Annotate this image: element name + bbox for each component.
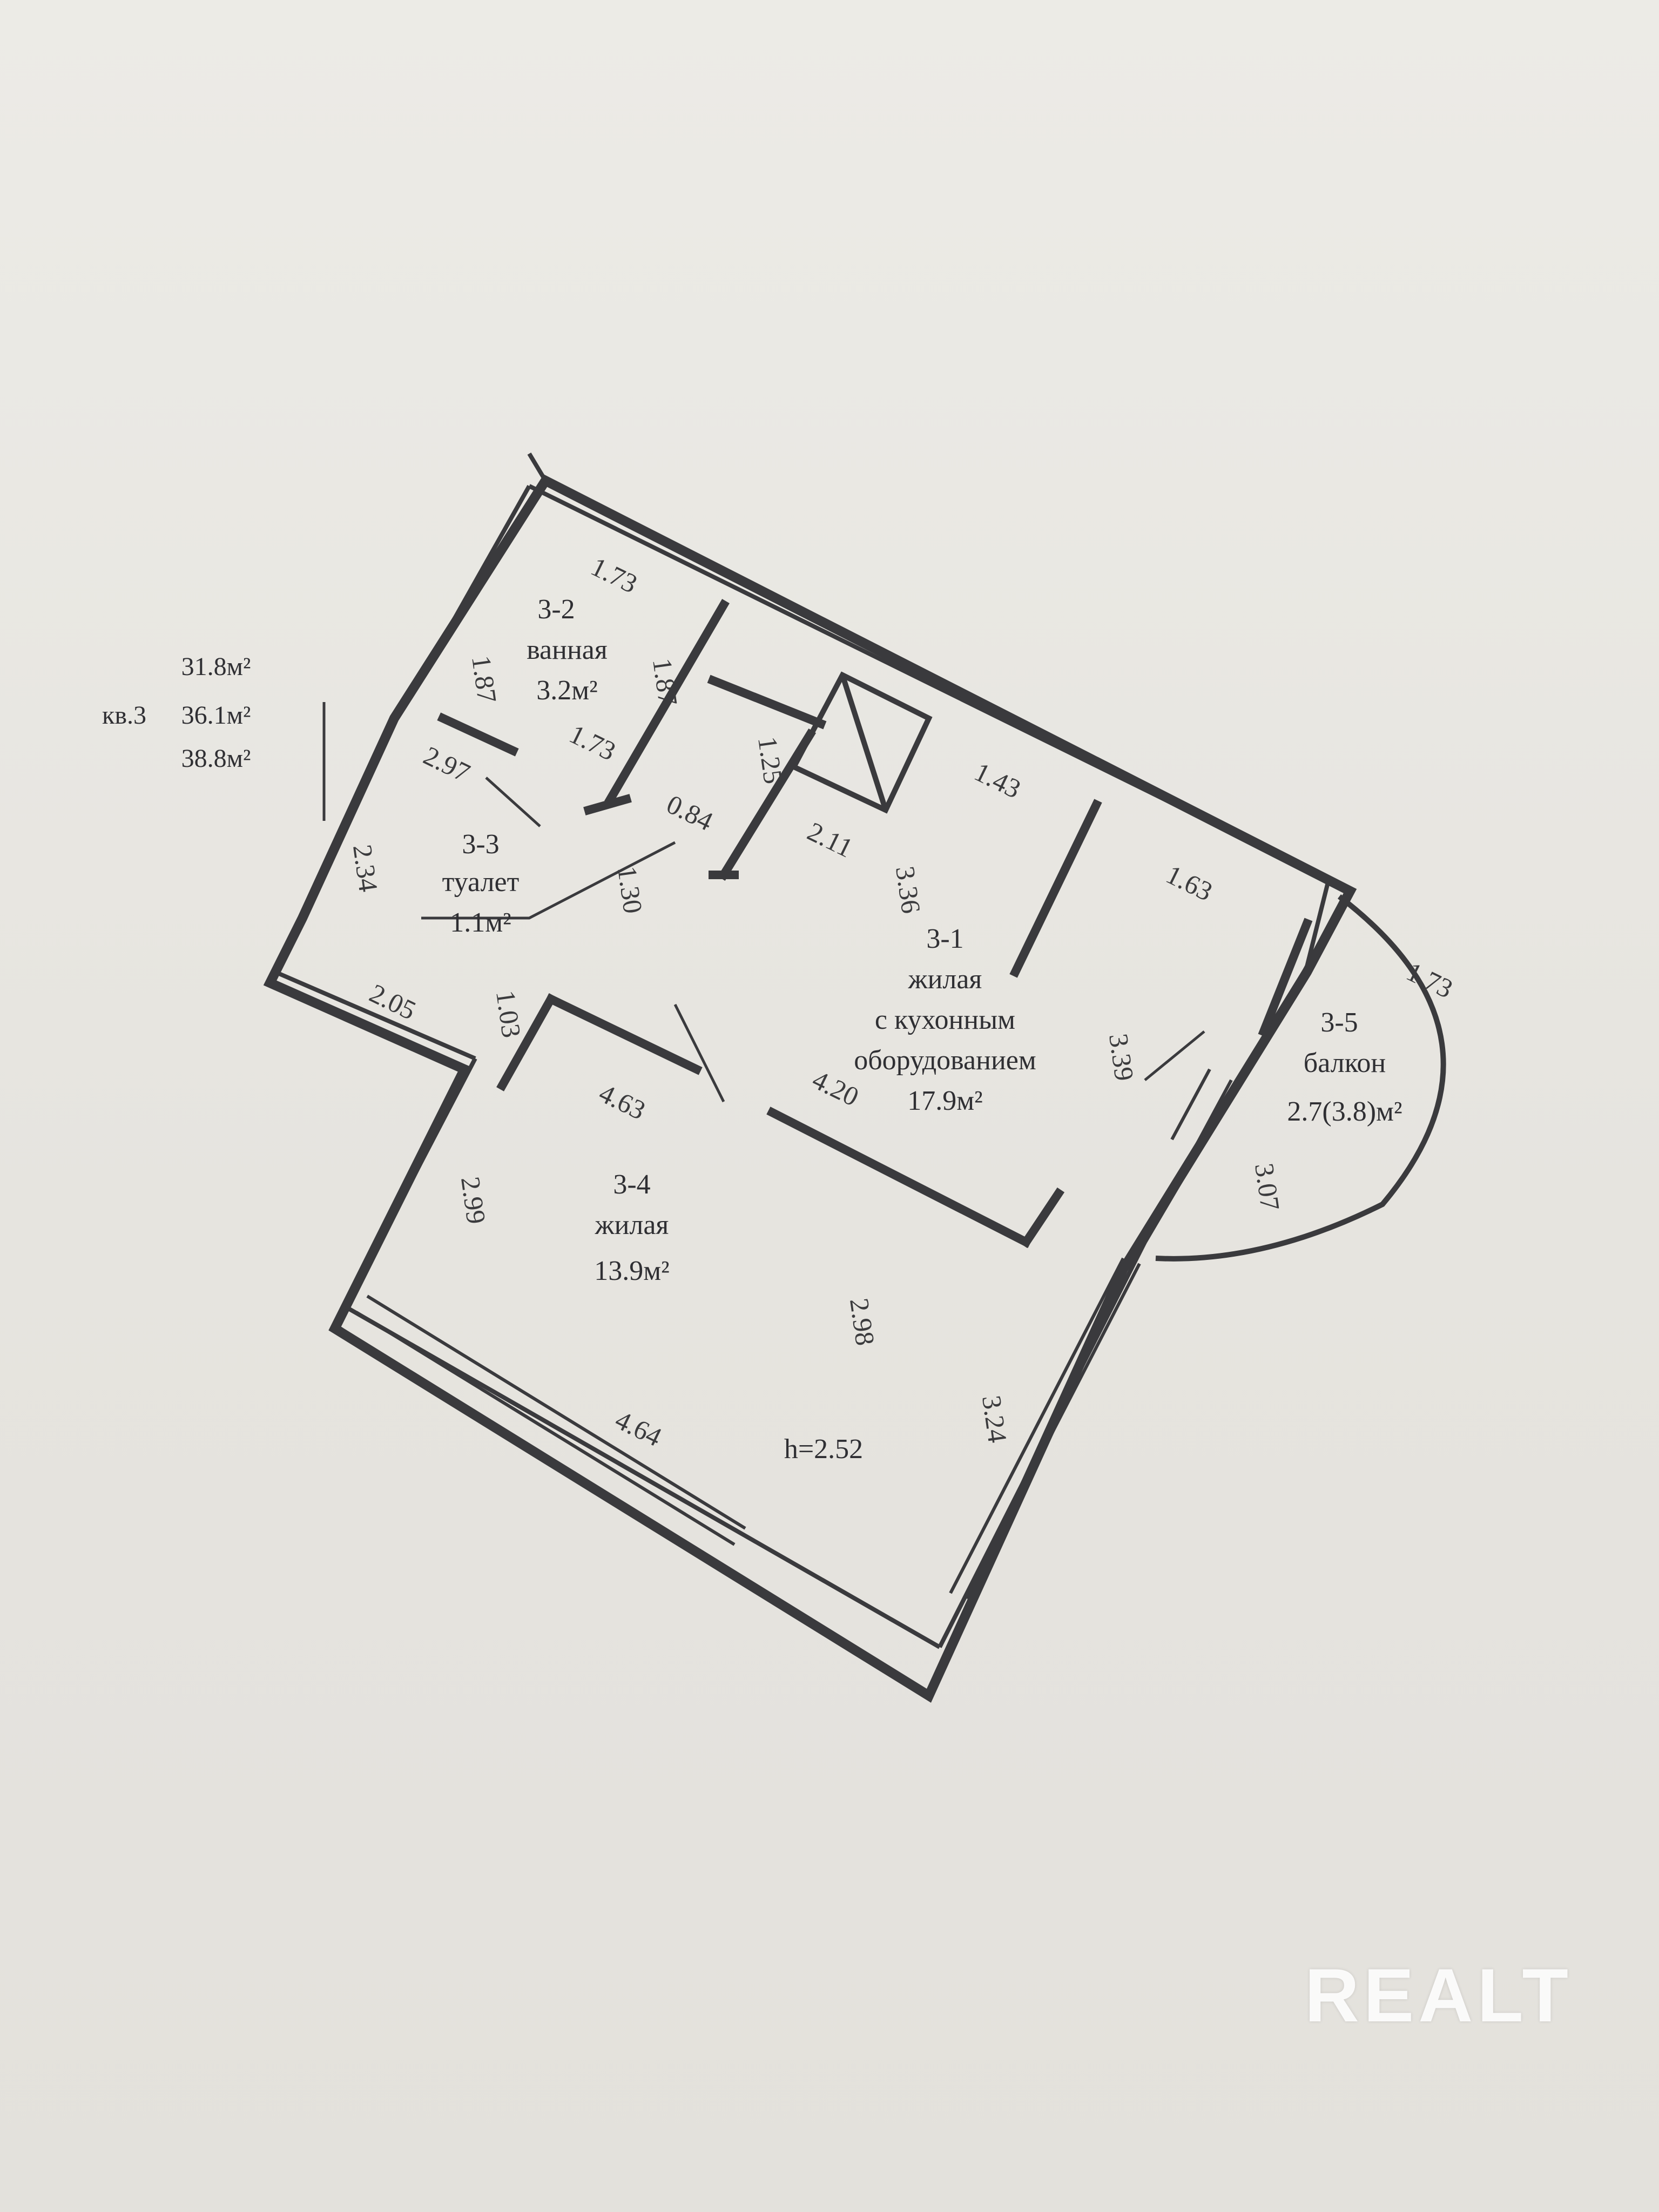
kitchen-partition xyxy=(1009,799,1102,978)
dim-kitchen-3-36: 3.36 xyxy=(890,864,927,915)
dim-bath-left: 1.87 xyxy=(466,653,503,704)
room-kitchen-area: 17.9м² xyxy=(907,1085,983,1116)
room-toilet-area: 1.1м² xyxy=(450,907,511,938)
dim-bedroom-2-99: 2.99 xyxy=(455,1175,492,1225)
dim-entry-2-05: 2.05 xyxy=(365,977,421,1026)
apartment-area-2: 36.1м² xyxy=(181,701,251,730)
room-toilet-code: 3-3 xyxy=(462,829,499,860)
dim-bedroom-4-64: 4.64 xyxy=(611,1404,666,1452)
room-toilet-name: туалет xyxy=(442,867,520,898)
dim-left-entry: 2.34 xyxy=(347,842,384,893)
dim-kitchen-2-11: 2.11 xyxy=(803,816,858,864)
corridor-wall xyxy=(707,675,827,730)
room-bedroom-code: 3-4 xyxy=(613,1169,650,1200)
dim-balcony-3-07: 3.07 xyxy=(1249,1161,1286,1212)
room-balcony-area: 2.7(3.8)м² xyxy=(1287,1096,1402,1127)
room-bath-area: 3.2м² xyxy=(536,675,598,706)
ceiling-height: h=2.52 xyxy=(784,1434,863,1465)
dim-bedroom-2-98: 2.98 xyxy=(844,1296,881,1347)
outer-wall-outline xyxy=(263,474,1357,1703)
watermark-logo: REALT xyxy=(1304,1953,1573,2038)
dim-bedroom-3-24: 3.24 xyxy=(976,1393,1013,1444)
dim-bath-top: 1.73 xyxy=(586,551,642,599)
balcony-wall xyxy=(1258,918,1313,1037)
bedroom-right-wall xyxy=(766,1107,1032,1248)
room-balcony-name: балкон xyxy=(1304,1048,1386,1078)
balcony-arc xyxy=(1155,894,1446,1262)
apartment-name: кв.3 xyxy=(102,701,146,730)
dim-bath-right: 1.87 xyxy=(647,656,684,707)
dim-corridor-height: 1.30 xyxy=(612,864,649,915)
dim-entry-1-03: 1.03 xyxy=(490,988,527,1039)
room-bedroom-name: жилая xyxy=(595,1210,669,1240)
toilet-top-wall xyxy=(437,712,519,757)
dim-kitchen-3-39: 3.39 xyxy=(1103,1031,1140,1082)
apartment-area-1: 31.8м² xyxy=(181,652,251,681)
dim-corridor-width: 0.84 xyxy=(662,788,718,837)
bedroom-left-stub xyxy=(496,993,557,1091)
room-bath-code: 3-2 xyxy=(537,594,575,625)
apartment-area-3: 38.8м² xyxy=(181,744,251,773)
room-kitchen-code: 3-1 xyxy=(926,923,963,954)
dim-bedroom-4-63: 4.63 xyxy=(595,1077,650,1125)
room-bedroom-area: 13.9м² xyxy=(594,1256,670,1286)
room-balcony-code: 3-5 xyxy=(1320,1007,1358,1038)
bedroom-top-wall xyxy=(545,993,703,1075)
room-kitchen-line-2: с кухонным xyxy=(875,1004,1015,1035)
room-kitchen-line-1: жилая xyxy=(908,964,982,995)
bath-right-wall xyxy=(604,599,730,805)
dim-toilet-diagonal: 2.97 xyxy=(419,740,475,788)
room-kitchen-line-3: оборудованием xyxy=(854,1045,1036,1076)
dim-corridor-short: 1.25 xyxy=(752,734,789,785)
dim-bath-bottom: 1.73 xyxy=(565,718,621,766)
room-bath-name: ванная xyxy=(527,635,608,665)
dim-kitchen-1-63: 1.63 xyxy=(1162,859,1217,907)
toilet-stub xyxy=(583,794,632,815)
dim-kitchen-1-43: 1.43 xyxy=(970,756,1026,804)
